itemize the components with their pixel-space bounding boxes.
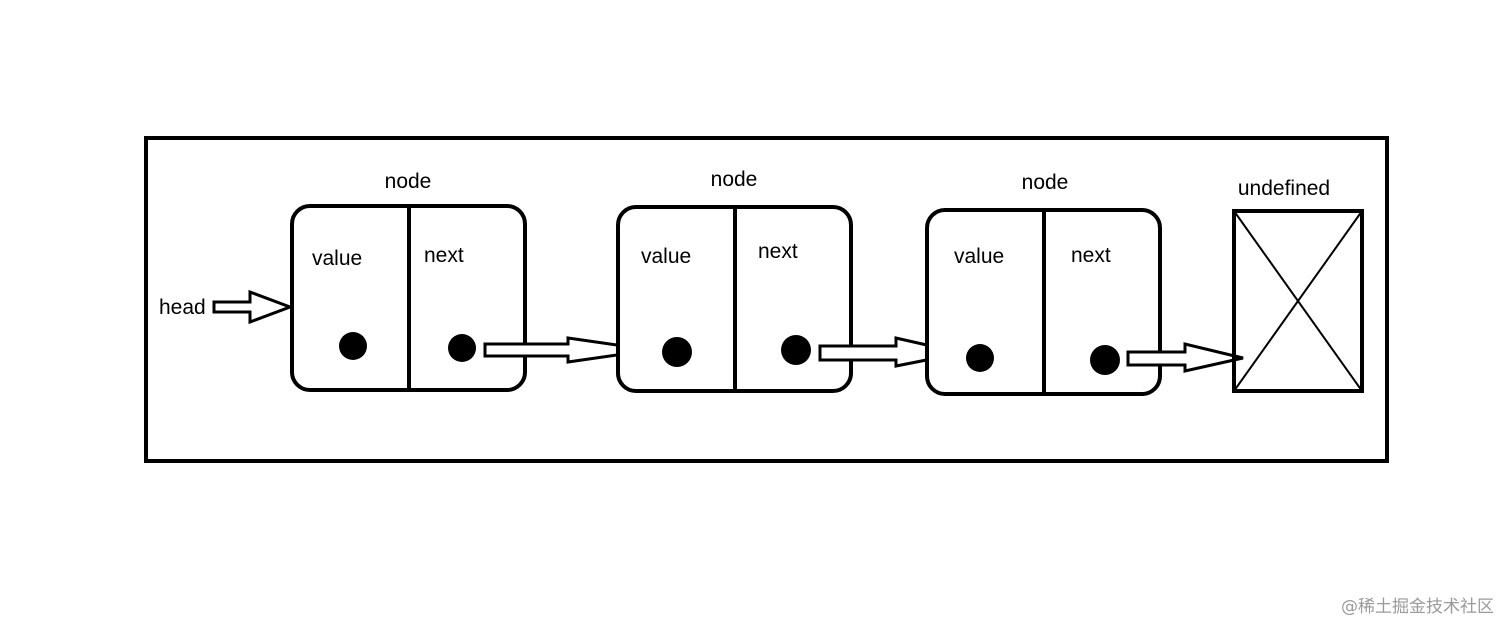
value-pointer-dot — [339, 332, 367, 360]
value-label: value — [641, 245, 691, 268]
node-2: node value next — [616, 168, 853, 393]
head-label: head — [159, 296, 206, 319]
node-3: node value next — [925, 171, 1162, 396]
node-title: node — [711, 168, 758, 191]
next-pointer-dot — [1090, 345, 1120, 375]
head-arrow — [212, 289, 295, 325]
next-label: next — [424, 244, 464, 267]
node-1: node value next — [290, 170, 527, 392]
node-title: node — [1022, 171, 1069, 194]
terminal-box — [1232, 209, 1364, 393]
next-pointer-dot — [781, 335, 811, 365]
terminal-label: undefined — [1238, 177, 1330, 200]
undefined-terminal: undefined — [1232, 177, 1364, 393]
terminal-cross-line — [1233, 210, 1363, 392]
node-title: node — [385, 170, 432, 193]
next-label: next — [1071, 244, 1111, 267]
watermark: @稀土掘金技术社区 — [1341, 597, 1494, 617]
value-label: value — [954, 245, 1004, 268]
value-pointer-dot — [662, 337, 692, 367]
value-pointer-dot — [966, 344, 994, 372]
next-arrow-3 — [1126, 342, 1244, 373]
next-pointer-dot — [448, 334, 476, 362]
value-label: value — [312, 247, 362, 270]
next-arrow-1 — [483, 336, 653, 364]
outer-frame — [144, 136, 1389, 463]
next-label: next — [758, 240, 798, 263]
